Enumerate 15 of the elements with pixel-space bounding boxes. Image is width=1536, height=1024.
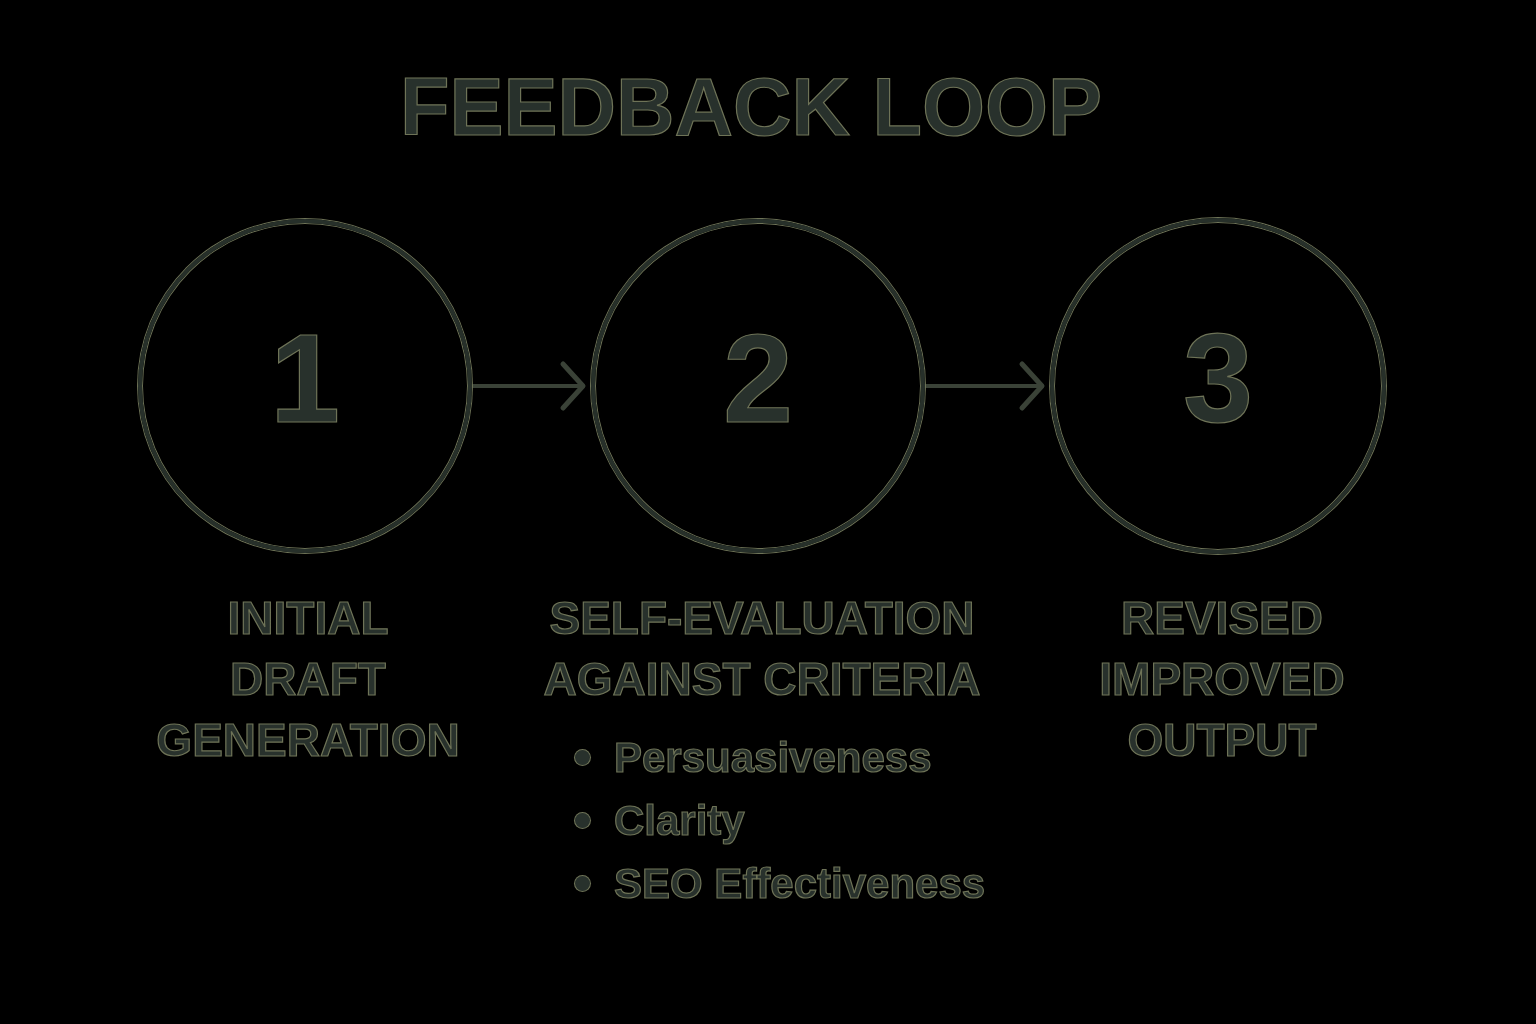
criterion-text: Clarity [614,799,745,842]
step-number: 3 [1182,316,1254,442]
step-circle [591,219,925,553]
step-number: 1 [269,316,341,442]
arrow [470,361,586,411]
step-caption: SELF-EVALUATION AGAINST CRITERIA [542,591,982,707]
step-circle [1050,218,1386,554]
step-number: 2 [722,316,794,442]
step-caption: INITIAL DRAFT GENERATION [155,591,461,768]
step-caption: REVISED IMPROVED OUTPUT [1098,591,1346,768]
diagram-title: FEEDBACK LOOP [400,67,1102,148]
step-circle [138,219,472,553]
arrow [923,361,1045,411]
criterion-text: SEO Effectiveness [614,862,986,905]
criterion-text: Persuasiveness [614,736,932,779]
